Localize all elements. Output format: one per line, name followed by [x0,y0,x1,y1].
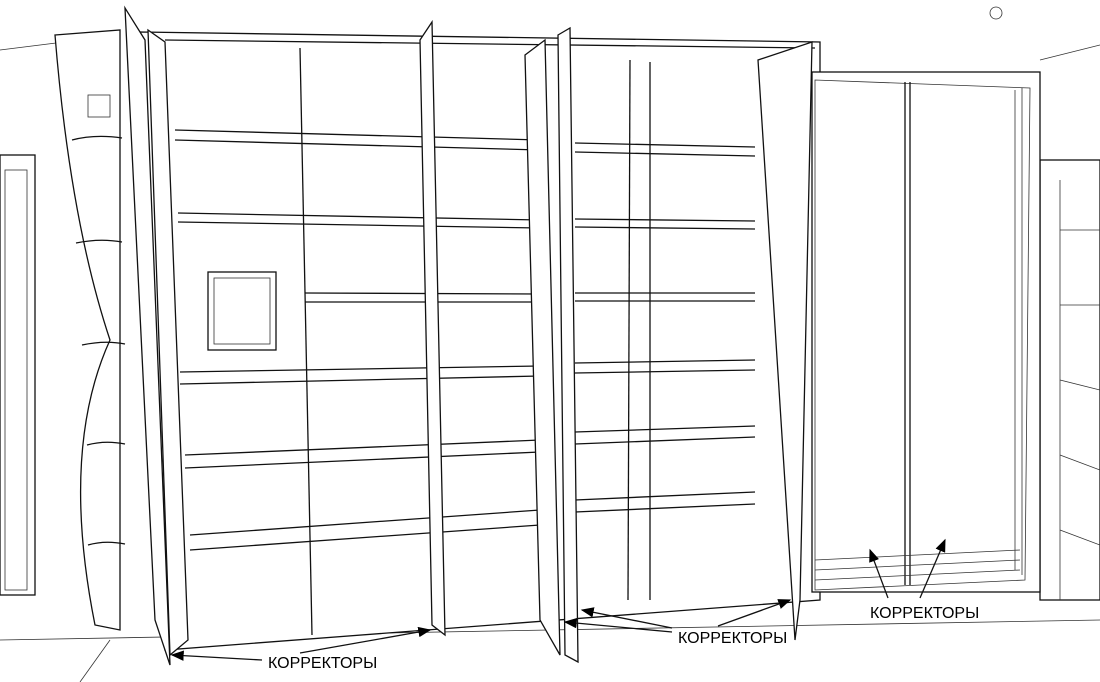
open-doors [124,5,813,666]
corrector-label-right: КОРРЕКТОРЫ [870,605,979,622]
corrector-label-center: КОРРЕКТОРЫ [678,630,787,647]
corrector-label-left: КОРРЕКТОРЫ [268,655,377,672]
cabinet-carcass [139,31,821,651]
corner-shelf-unit [54,29,126,631]
sliding-wardrobe [811,71,1041,593]
corrector-arrows [170,538,946,661]
shelves [174,129,756,551]
